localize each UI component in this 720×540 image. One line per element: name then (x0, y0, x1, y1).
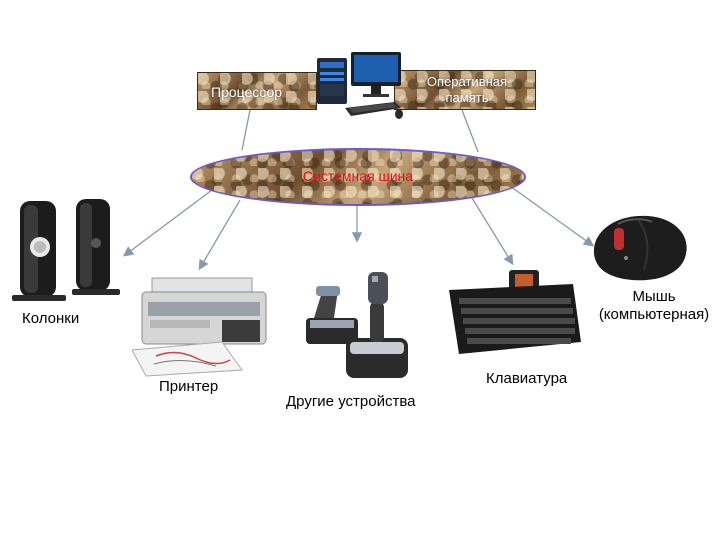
mouse-label-line1: Мышь (632, 288, 676, 305)
ram-to-bus-line (461, 109, 479, 153)
joystick-icon (306, 272, 408, 378)
speakers-icon (12, 199, 120, 301)
printer-label: Принтер (159, 378, 219, 395)
system-bus-ellipse (190, 148, 526, 206)
bus-to-mouse-arrow (509, 185, 595, 247)
bus-to-keyboard-arrow (471, 197, 514, 266)
computer-icon (317, 52, 403, 119)
system-bus-label: Системная шина (302, 168, 414, 184)
cpu-box (197, 72, 317, 110)
speakers-label: Колонки (22, 310, 80, 327)
ram-label: Оперативная память (426, 74, 508, 105)
cpu-label: Процессор (211, 84, 283, 100)
mouse-icon (593, 215, 687, 281)
keyboard-icon (449, 270, 581, 354)
mouse-label: Мышь (компьютерная) (590, 288, 718, 324)
bus-to-printer-arrow (198, 199, 241, 271)
mouse-label-line2: (компьютерная) (598, 306, 710, 323)
keyboard-label: Клавиатура (486, 370, 568, 387)
cpu-to-bus-line (241, 109, 251, 151)
ram-box (394, 70, 536, 110)
bus-to-speakers-arrow (122, 189, 213, 257)
other-devices-label: Другие устройства (286, 393, 416, 410)
printer-icon (131, 277, 267, 377)
